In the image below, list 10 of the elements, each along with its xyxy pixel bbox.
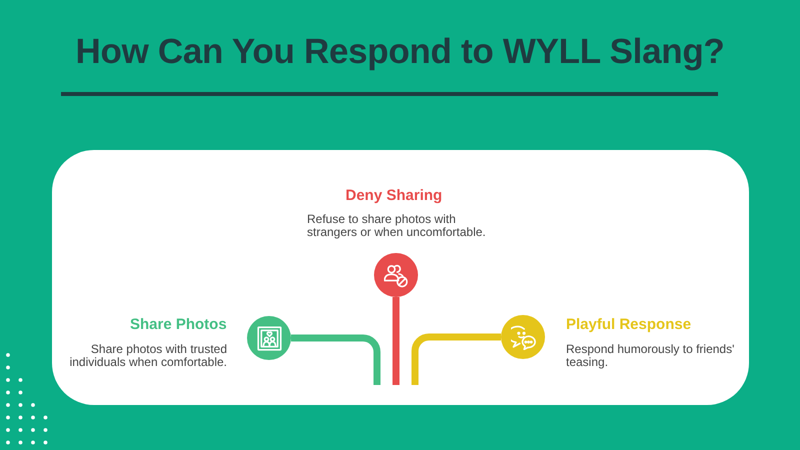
option-description: Respond humorously to friends' teasing. [566,343,736,369]
option-description: Refuse to share photos with strangers or when uncomfortable. [307,213,487,239]
connector-line [291,334,380,385]
option-heading: Deny Sharing [346,187,442,205]
title: How Can You Respond to WYLL Slang? [76,32,724,72]
option-heading: Share Photos [130,316,227,334]
option-heading: Playful Response [566,316,692,334]
connector-line [392,297,400,385]
option-description: Share photos with trusted individuals when comfortable. [68,343,227,369]
connector-line [412,334,501,385]
